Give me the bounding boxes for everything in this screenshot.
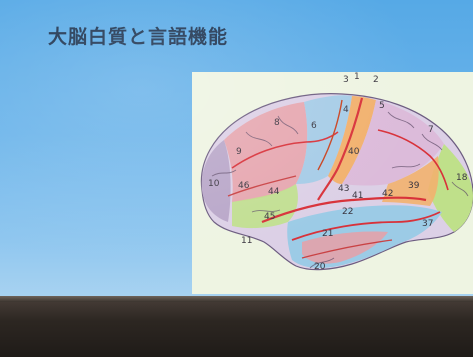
temporal-sulcus-lower: [301, 239, 393, 259]
svg-text:10: 10: [208, 179, 220, 189]
svg-text:37: 37: [422, 219, 433, 229]
region-inferior-frontal: [232, 184, 298, 229]
central-sulcus: [317, 97, 364, 201]
svg-text:6: 6: [311, 121, 317, 131]
area-labels: 3 1 2 4 5 6 8 9 10 46 44 45 11 43 40 41 …: [208, 72, 468, 272]
svg-text:2: 2: [373, 75, 379, 85]
brodmann-brain-figure: 3 1 2 4 5 6 8 9 10 46 44 45 11 43 40 41 …: [192, 72, 473, 294]
svg-text:44: 44: [268, 187, 280, 197]
slide-title: 大脳白質と言語機能: [48, 26, 229, 48]
svg-text:4: 4: [343, 105, 349, 115]
svg-text:42: 42: [382, 189, 393, 199]
svg-text:45: 45: [264, 212, 275, 222]
svg-text:22: 22: [342, 207, 353, 217]
svg-text:9: 9: [236, 147, 242, 157]
precentral-sulcus: [317, 99, 343, 171]
projection-screen: 大脳白質と言語機能: [0, 0, 473, 296]
svg-text:1: 1: [354, 72, 360, 82]
sylvian-fissure: [261, 196, 427, 224]
svg-text:20: 20: [314, 262, 326, 272]
stage-floor: [0, 296, 473, 357]
svg-text:40: 40: [348, 147, 360, 157]
svg-text:11: 11: [241, 236, 252, 246]
region-frontal: [224, 102, 308, 202]
svg-text:5: 5: [379, 101, 385, 111]
region-angular: [382, 156, 439, 206]
svg-text:39: 39: [408, 181, 420, 191]
region-frontal-pole: [201, 140, 231, 222]
svg-text:21: 21: [322, 229, 333, 239]
svg-text:41: 41: [352, 191, 363, 201]
screen-bottom-edge: [0, 296, 473, 302]
region-occipital: [428, 144, 473, 232]
gyri-lines: [211, 111, 469, 269]
svg-text:43: 43: [338, 184, 349, 194]
svg-text:7: 7: [428, 125, 434, 135]
svg-text:18: 18: [456, 173, 468, 183]
superior-temporal-sulcus: [291, 211, 441, 241]
frontal-sulcus: [231, 131, 339, 169]
inferior-frontal-sulcus: [227, 175, 297, 197]
svg-text:8: 8: [274, 118, 280, 128]
intraparietal-sulcus: [377, 129, 449, 191]
svg-text:3: 3: [343, 75, 349, 85]
region-parietal: [342, 100, 444, 186]
svg-text:46: 46: [238, 181, 250, 191]
